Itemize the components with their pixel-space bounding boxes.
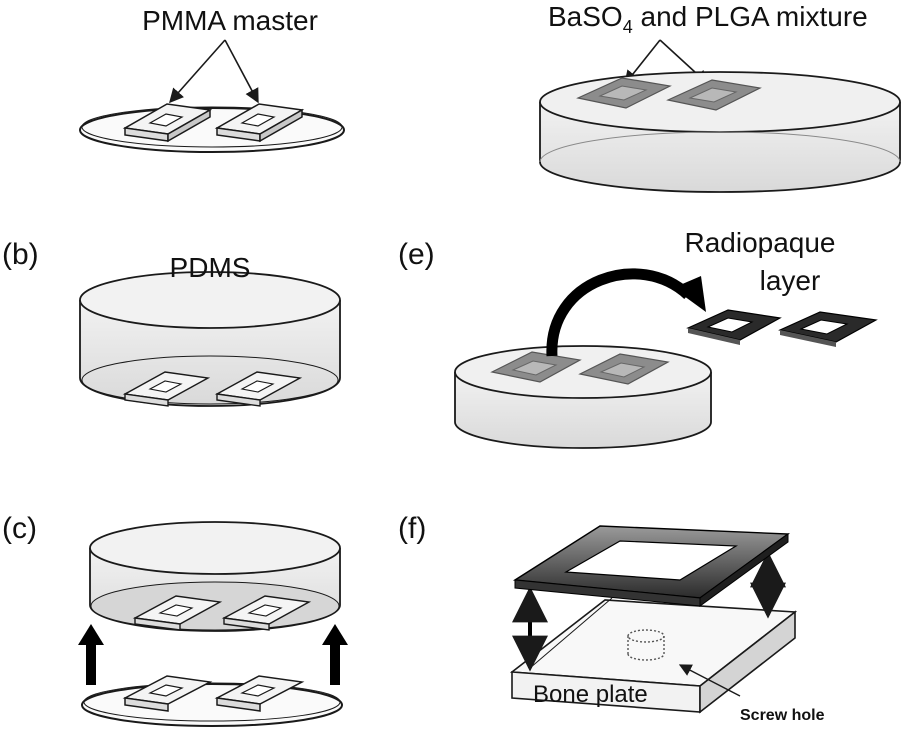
panel-label-f: (f) [398, 512, 426, 545]
panel-label-e: (e) [398, 238, 435, 271]
panel-label-c: (c) [2, 512, 37, 545]
panel-a: PMMA master [79, 5, 345, 153]
panel-d: BaSO4 and PLGA mixture [539, 1, 901, 193]
pmma-block-right [214, 675, 305, 712]
radiopaque-frame-right [778, 311, 878, 347]
mixture-frame-left [576, 77, 672, 109]
mixture-label: BaSO4 and PLGA mixture [548, 1, 868, 37]
master-block-right [214, 371, 303, 407]
pmma-block-right [214, 103, 305, 143]
panel-f: (f) Bone plate Screw hole [398, 512, 825, 724]
transfer-arrow-shaft [546, 268, 692, 357]
pointer-arrow-right [224, 39, 259, 104]
panel-label-b: (b) [2, 238, 39, 271]
radiopaque-frame-large [512, 525, 791, 607]
screw-hole-label: Screw hole [740, 707, 825, 724]
master-imprint-left [132, 595, 223, 631]
screw-hole-icon [627, 629, 665, 661]
master-imprint-right [221, 595, 312, 631]
pdms-dish [79, 271, 341, 407]
lift-arrow-left [78, 624, 104, 685]
mixture-frame-right [666, 79, 762, 111]
radiopaque-label-line1: Radiopaque [684, 227, 835, 258]
mixture-frame-left [490, 351, 582, 383]
pointer-arrow-left [169, 39, 226, 104]
guide-line [529, 597, 613, 669]
master-block-left [122, 371, 211, 407]
radiopaque-frame-left [686, 309, 782, 345]
panel-c: (c) [2, 512, 348, 727]
lift-arrow-right [322, 624, 348, 685]
substrate-disc-rim [81, 106, 343, 148]
panel-b: (b) PDMS [2, 238, 341, 407]
pdms-label: PDMS [170, 252, 251, 283]
bone-plate-label: Bone plate [533, 681, 648, 708]
substrate-disc [81, 683, 343, 727]
pdms-mold [454, 345, 712, 449]
screw-hole-pointer [678, 664, 741, 697]
radiopaque-label-line2: layer [760, 265, 821, 296]
transfer-arrow-head [673, 276, 706, 312]
substrate-disc [79, 107, 345, 153]
pmma-block-left [122, 675, 213, 712]
substrate-disc-rim [83, 682, 341, 722]
mixture-frame-right [578, 353, 670, 385]
pdms-mold-lifted [89, 521, 341, 632]
panel-e: (e) Radiopaque layer [398, 227, 878, 449]
pdms-dish-filled [539, 71, 901, 193]
pmma-master-label: PMMA master [142, 5, 318, 36]
pmma-block-left [122, 103, 213, 143]
